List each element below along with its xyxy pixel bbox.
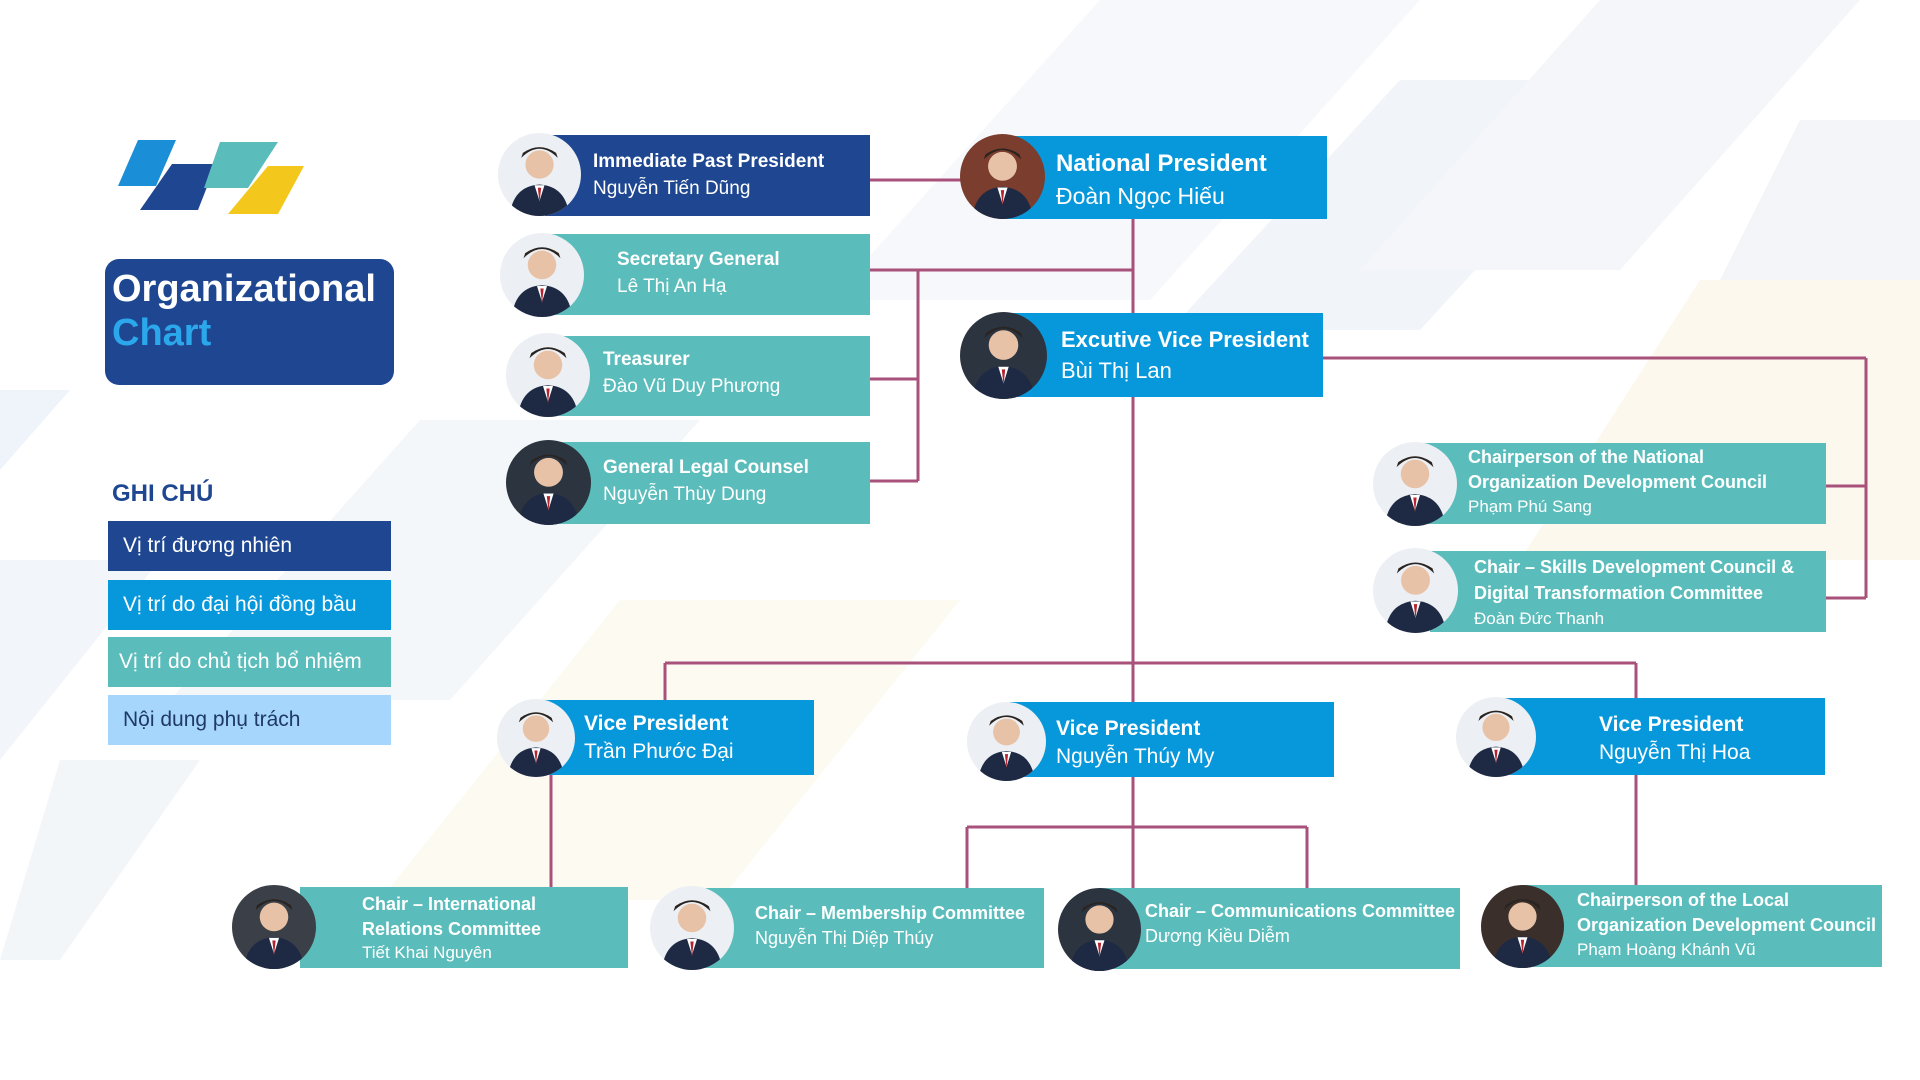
person-silhouette-icon	[661, 900, 723, 970]
card-skills-digital-chair: Chair – Skills Development Council & Dig…	[1430, 551, 1826, 632]
card-general-legal-counsel: General Legal Counsel Nguyễn Thùy Dung	[555, 442, 870, 524]
role-label-line-2: Digital Transformation Committee	[1474, 583, 1764, 603]
avatar-immediate-past-president	[498, 133, 581, 216]
person-silhouette-icon	[509, 147, 570, 216]
person-silhouette-icon	[971, 148, 1034, 219]
avatar-vice-president-3	[1456, 697, 1536, 777]
person-name: Bùi Thị Lan	[1061, 358, 1172, 383]
card-secretary-general: Secretary General Lê Thị An Hạ	[548, 234, 870, 315]
role-label: Immediate Past President	[593, 151, 825, 172]
role-label: Vice President	[584, 712, 729, 735]
person-name: Phạm Hoàng Khánh Vũ	[1577, 940, 1756, 959]
avatar-treasurer	[506, 333, 590, 417]
card-communications-chair: Chair – Communications Committee Dương K…	[1100, 888, 1460, 969]
person-name: Nguyễn Thị Diệp Thúy	[755, 928, 934, 948]
role-label: General Legal Counsel	[603, 457, 809, 478]
person-silhouette-icon	[1492, 899, 1553, 968]
role-label-line-1: Chairperson of the Local	[1577, 890, 1790, 910]
role-label: National President	[1056, 150, 1267, 177]
person-name: Tiết Khai Nguyên	[362, 943, 492, 962]
card-national-president: National President Đoàn Ngọc Hiếu	[1000, 136, 1327, 219]
role-label-line-1: Chair – Skills Development Council &	[1474, 557, 1795, 577]
legend-appointed: Vị trí do chủ tịch bổ nhiệm	[108, 637, 391, 687]
person-name: Đoàn Đức Thanh	[1474, 609, 1605, 628]
person-silhouette-icon	[517, 347, 579, 417]
title-line-2: Chart	[112, 312, 212, 354]
legend-responsibility: Nội dung phụ trách	[108, 695, 391, 745]
avatar-executive-vice-president	[960, 312, 1047, 399]
card-national-org-dev-chair: Chairperson of the National Organization…	[1420, 443, 1826, 524]
role-label: Chair – Communications Committee	[1145, 901, 1456, 921]
role-label: Chair – Membership Committee	[755, 903, 1026, 923]
card-executive-vice-president: Excutive Vice President Bùi Thị Lan	[1000, 313, 1323, 397]
avatar-membership-chair	[650, 886, 734, 970]
person-silhouette-icon	[1467, 710, 1525, 777]
role-label-line-2: Organization Development Council	[1468, 472, 1768, 492]
chart-title: Organizational Chart	[105, 259, 394, 385]
person-name: Dương Kiều Diễm	[1145, 926, 1290, 946]
title-line-1: Organizational	[112, 268, 376, 310]
avatar-national-org-dev-chair	[1373, 442, 1457, 526]
person-silhouette-icon	[1384, 562, 1447, 633]
avatar-skills-digital-chair	[1373, 548, 1458, 633]
person-silhouette-icon	[972, 326, 1035, 399]
role-label-line-1: Chair – International	[362, 894, 537, 914]
card-vice-president-3: Vice President Nguyễn Thị Hoa	[1500, 698, 1825, 775]
person-silhouette-icon	[511, 247, 573, 317]
avatar-national-president	[960, 134, 1045, 219]
role-label: Vice President	[1056, 717, 1201, 740]
person-name: Nguyễn Thị Hoa	[1599, 741, 1751, 764]
role-label-line-1: Chairperson of the National	[1468, 447, 1705, 467]
person-name: Đoàn Ngọc Hiếu	[1056, 183, 1225, 209]
role-label: Vice President	[1599, 713, 1744, 736]
role-label: Treasurer	[603, 349, 690, 370]
card-vice-president-2: Vice President Nguyễn Thúy My	[1010, 702, 1334, 777]
person-name: Nguyễn Thúy My	[1056, 745, 1215, 768]
avatar-local-org-dev-chair	[1481, 885, 1564, 968]
legend-ex-officio: Vị trí đương nhiên	[108, 521, 391, 571]
role-label-line-2: Relations Committee	[362, 919, 542, 939]
card-immediate-past-president: Immediate Past President Nguyễn Tiến Dũn…	[545, 135, 870, 216]
person-name: Lê Thị An Hạ	[617, 276, 727, 297]
avatar-vice-president-1	[497, 699, 575, 777]
person-name: Phạm Phú Sang	[1468, 497, 1592, 516]
avatar-secretary-general	[500, 233, 584, 317]
person-silhouette-icon	[517, 454, 580, 525]
person-silhouette-icon	[1384, 456, 1446, 526]
card-local-org-dev-chair: Chairperson of the Local Organization De…	[1520, 885, 1882, 967]
role-label-line-2: Organization Development Council	[1577, 915, 1877, 935]
person-silhouette-icon	[978, 715, 1035, 781]
legend-heading: GHI CHÚ	[112, 480, 214, 507]
organization-logo	[118, 140, 304, 214]
avatar-vice-president-2	[967, 702, 1046, 781]
role-label: Secretary General	[617, 249, 780, 270]
person-name: Đào Vũ Duy Phương	[603, 376, 781, 397]
person-name: Nguyễn Tiến Dũng	[593, 178, 751, 199]
card-vice-president-1: Vice President Trần Phước Đại	[540, 700, 814, 775]
legend-elected: Vị trí do đại hội đồng bầu	[108, 580, 391, 630]
avatar-communications-chair	[1058, 888, 1141, 971]
person-name: Trần Phước Đại	[584, 740, 734, 763]
person-silhouette-icon	[243, 899, 305, 969]
card-membership-chair: Chair – Membership Committee Nguyễn Thị …	[700, 888, 1044, 968]
person-silhouette-icon	[1069, 902, 1130, 971]
card-intl-relations-chair: Chair – International Relations Committe…	[300, 887, 628, 968]
person-name: Nguyễn Thùy Dung	[603, 484, 767, 505]
person-silhouette-icon	[507, 712, 565, 777]
avatar-intl-relations-chair	[232, 885, 316, 969]
avatar-general-legal-counsel	[506, 440, 591, 525]
card-treasurer: Treasurer Đào Vũ Duy Phương	[555, 336, 870, 416]
role-label: Excutive Vice President	[1061, 327, 1309, 352]
